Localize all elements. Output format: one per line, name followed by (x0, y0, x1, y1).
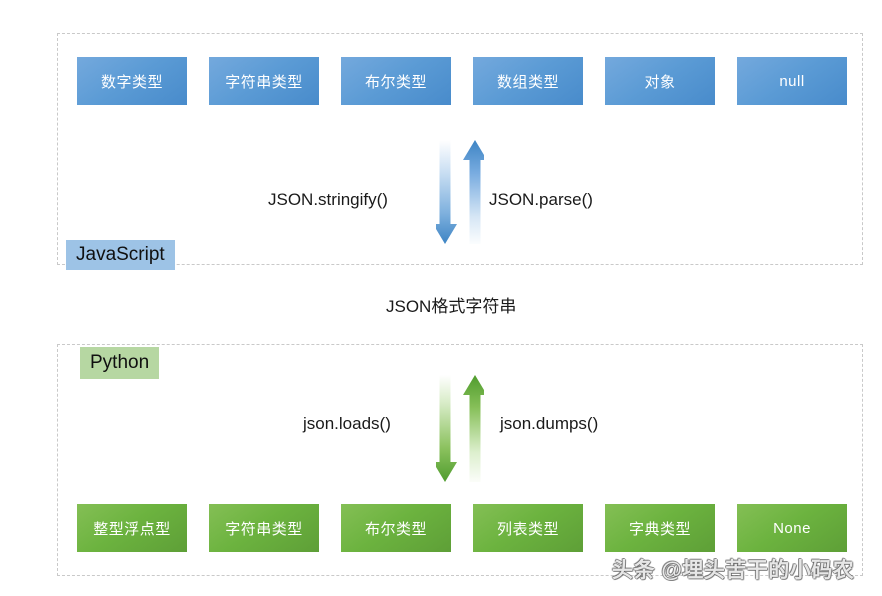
watermark: 头条 @埋头苦干的小码农 (612, 559, 855, 582)
python-dumps-label: json.dumps() (500, 414, 599, 433)
js-type-box-null: null (737, 57, 847, 105)
js-type-box-string: 字符串类型 (209, 57, 319, 105)
py-type-box-string: 字符串类型 (209, 504, 319, 552)
python-up-arrow (463, 375, 484, 482)
python-loads-label: json.loads() (303, 414, 391, 433)
js-up-arrow (463, 140, 484, 244)
js-type-label-object: 对象 (644, 73, 676, 91)
js-type-label-array: 数组类型 (496, 73, 559, 91)
py-type-label-boolean: 布尔类型 (364, 520, 427, 538)
python-panel (57, 344, 863, 576)
js-type-box-boolean: 布尔类型 (341, 57, 451, 105)
js-type-box-object: 对象 (605, 57, 715, 105)
py-type-label-number: 整型浮点型 (93, 520, 171, 538)
js-type-box-number: 数字类型 (77, 57, 187, 105)
python-tag-label: Python (90, 352, 150, 373)
js-parse-label: JSON.parse() (489, 190, 593, 209)
py-type-label-string: 字符串类型 (225, 520, 303, 538)
py-type-label-none: None (773, 519, 811, 537)
javascript-tag-label: JavaScript (76, 244, 165, 265)
js-arrow-pair (436, 140, 484, 244)
json-string-label: JSON格式字符串 (386, 297, 517, 316)
py-type-box-none: None (737, 504, 847, 552)
js-type-label-string: 字符串类型 (225, 73, 303, 91)
js-stringify-label: JSON.stringify() (268, 190, 388, 209)
py-type-box-number: 整型浮点型 (77, 504, 187, 552)
python-down-arrow (436, 375, 457, 482)
js-type-label-null: null (779, 72, 805, 90)
py-type-label-dict: 字典类型 (628, 520, 691, 538)
js-down-arrow (436, 140, 457, 244)
js-type-label-number: 数字类型 (100, 73, 163, 91)
javascript-panel (57, 33, 863, 265)
py-type-box-dict: 字典类型 (605, 504, 715, 552)
py-type-box-list: 列表类型 (473, 504, 583, 552)
python-arrow-pair (436, 375, 484, 482)
js-type-box-array: 数组类型 (473, 57, 583, 105)
py-type-box-boolean: 布尔类型 (341, 504, 451, 552)
javascript-tag: JavaScript (66, 240, 175, 270)
python-tag: Python (80, 347, 160, 379)
js-type-label-boolean: 布尔类型 (364, 73, 427, 91)
py-type-label-list: 列表类型 (496, 520, 559, 538)
